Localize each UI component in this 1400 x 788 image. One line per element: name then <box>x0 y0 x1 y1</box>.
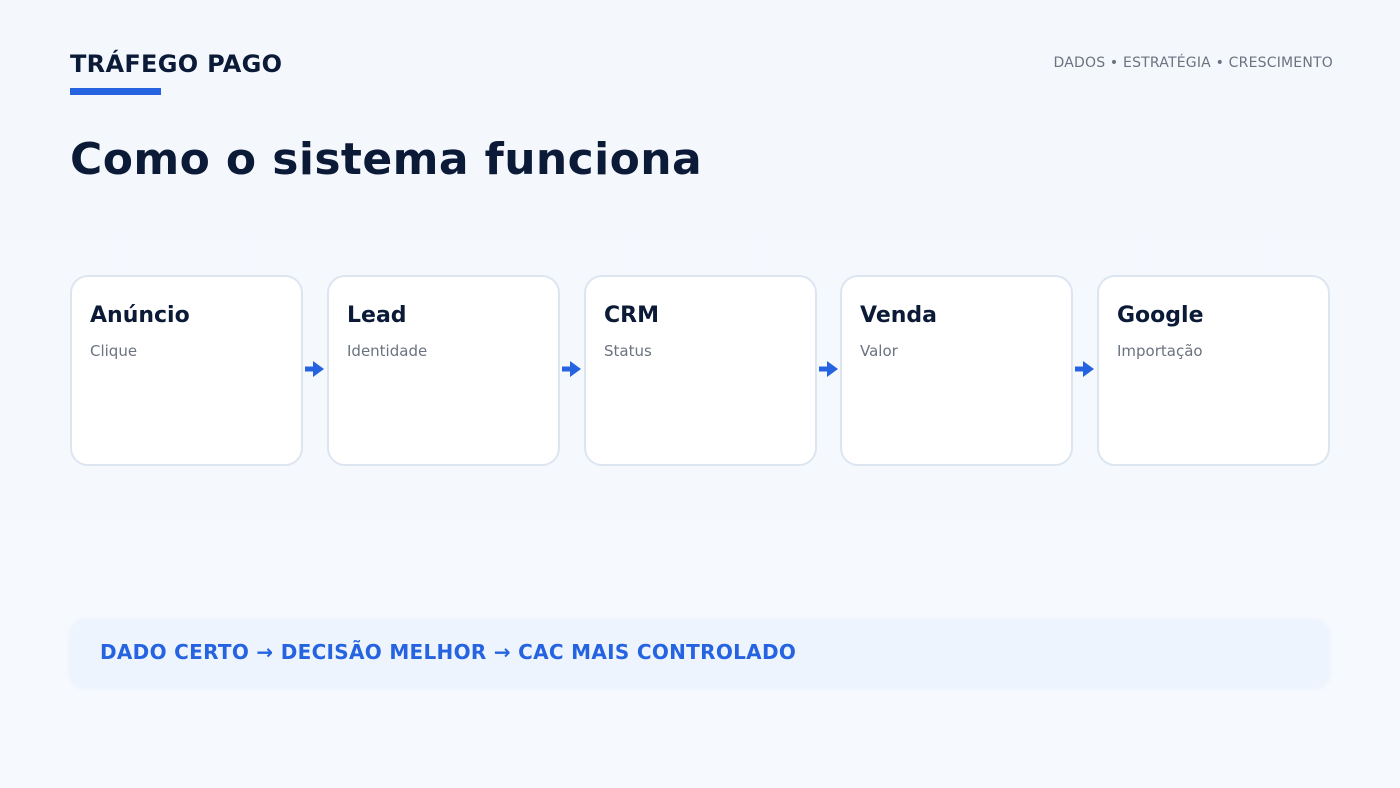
step-subtitle: Valor <box>860 342 898 360</box>
footer-banner: DADO CERTO → DECISÃO MELHOR → CAC MAIS C… <box>70 620 1329 688</box>
step-title: Venda <box>860 303 937 328</box>
step-subtitle: Clique <box>90 342 138 360</box>
flow-step-anuncio: Anúncio Clique <box>70 275 303 466</box>
arrow-right-icon <box>819 361 838 377</box>
page-title: Como o sistema funciona <box>70 134 703 185</box>
flow-step-crm: CRM Status <box>584 275 817 466</box>
flow-step-venda: Venda Valor <box>840 275 1073 466</box>
flow-diagram: Anúncio Clique Lead Identidade CRM Statu… <box>70 275 1331 466</box>
brand-title: TRÁFEGO PAGO <box>70 50 283 78</box>
arrow-right-icon <box>305 361 324 377</box>
step-subtitle: Importação <box>1117 342 1203 360</box>
step-title: Anúncio <box>90 303 190 328</box>
flow-step-google: Google Importação <box>1097 275 1330 466</box>
arrow-right-icon <box>1075 361 1094 377</box>
step-title: Google <box>1117 303 1204 328</box>
flow-step-lead: Lead Identidade <box>327 275 560 466</box>
arrow-right-icon <box>562 361 581 377</box>
footer-text: DADO CERTO → DECISÃO MELHOR → CAC MAIS C… <box>100 640 797 664</box>
step-title: CRM <box>604 303 659 328</box>
brand-underline <box>70 88 161 95</box>
tagline: DADOS • ESTRATÉGIA • CRESCIMENTO <box>1053 55 1333 71</box>
step-subtitle: Status <box>604 342 652 360</box>
step-subtitle: Identidade <box>347 342 428 360</box>
step-title: Lead <box>347 303 407 328</box>
